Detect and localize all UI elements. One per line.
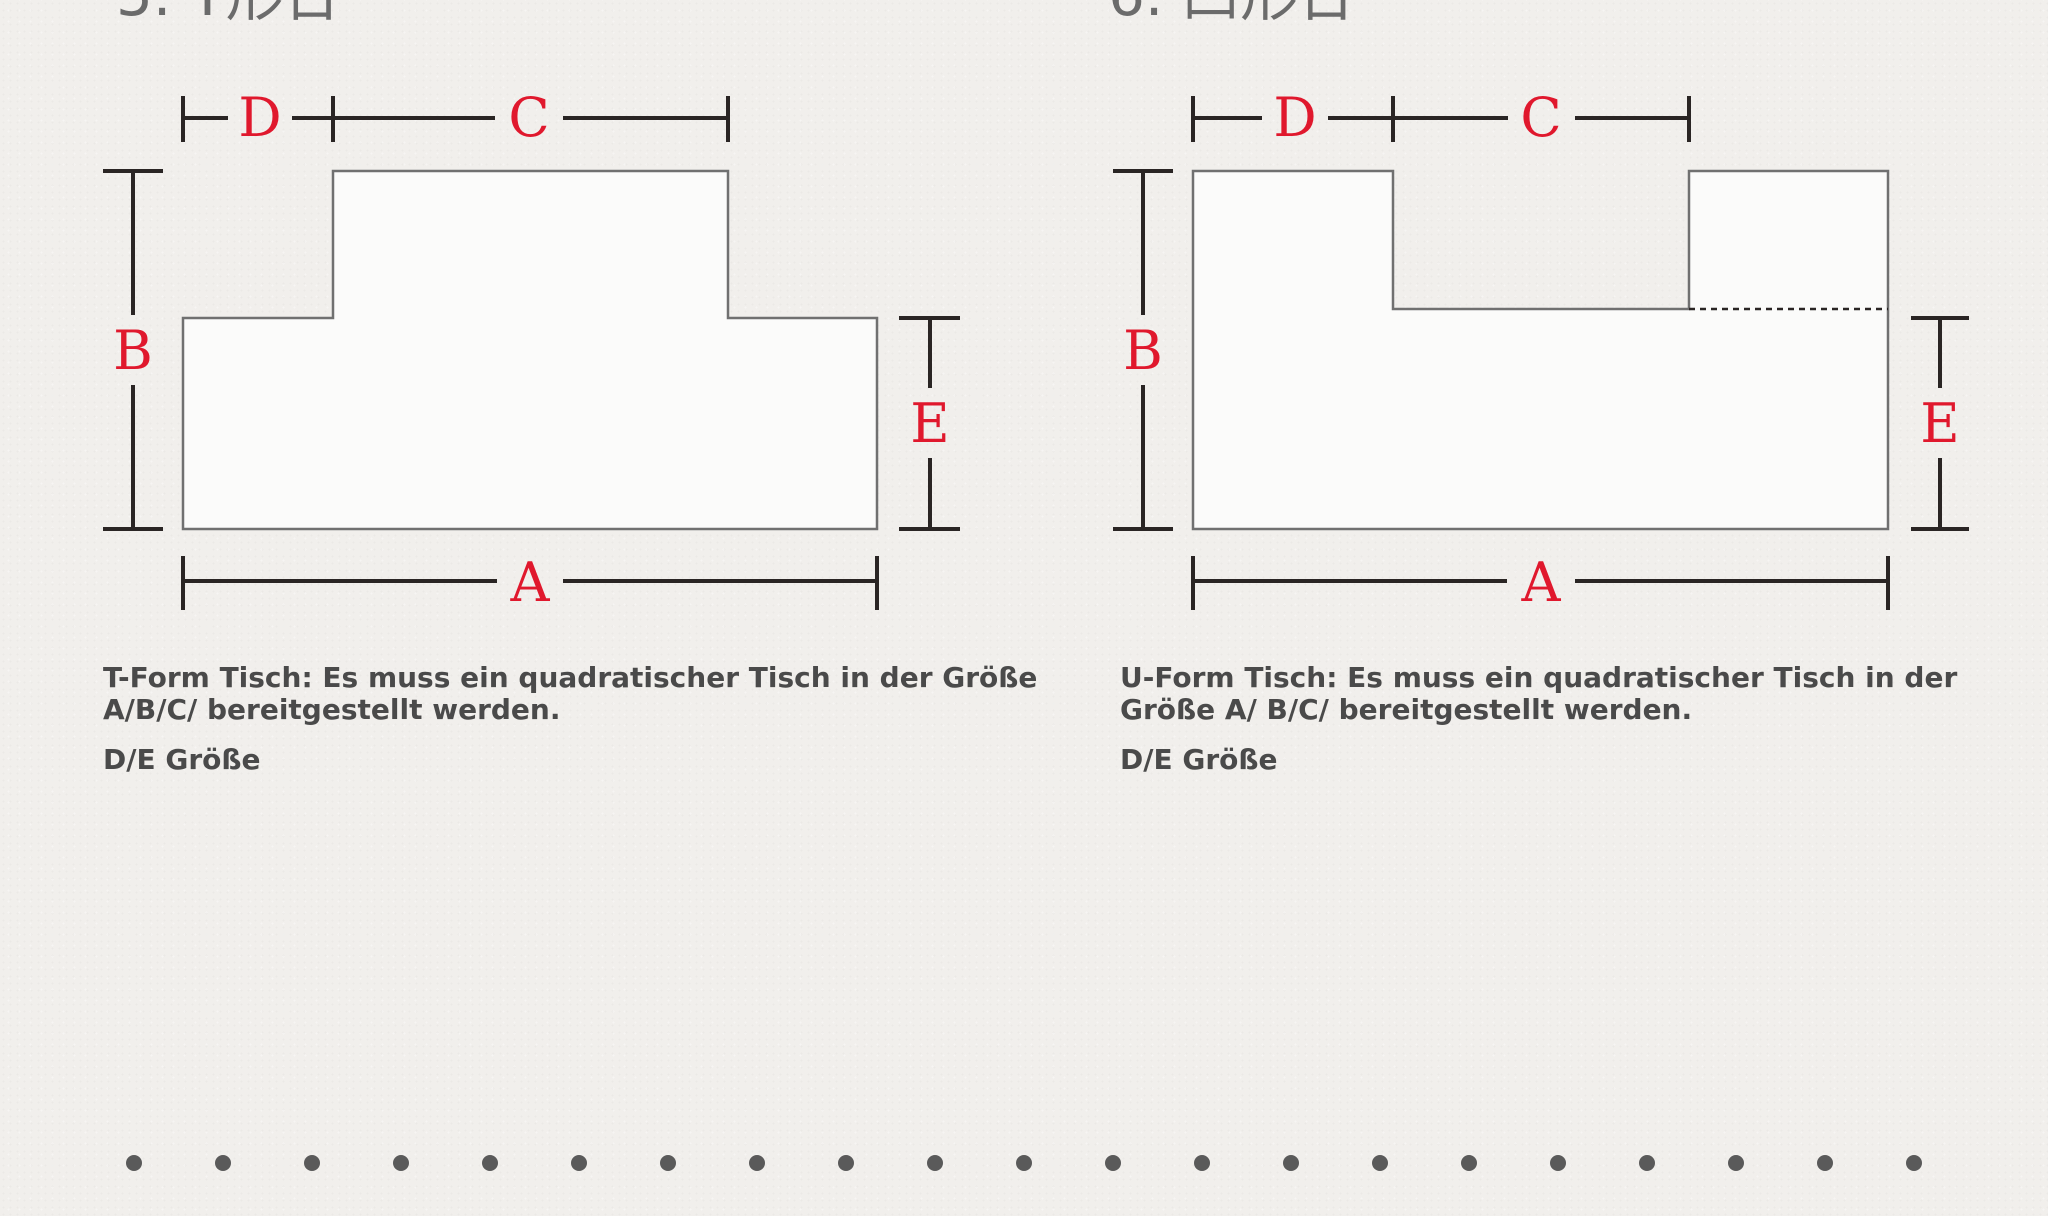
t-form-label-d: D (238, 86, 281, 149)
t-form-dimension-e (899, 316, 960, 531)
u-form-size-note: D/E Größe (1120, 743, 1278, 776)
decorative-dot (571, 1155, 587, 1171)
decorative-dot (838, 1155, 854, 1171)
u-form-label-d: D (1273, 86, 1316, 149)
t-form-caption: T-Form Tisch: Es muss ein quadratischer … (103, 662, 1063, 776)
u-form-dimension-e (1911, 316, 1969, 531)
u-form-caption: U-Form Tisch: Es muss ein quadratischer … (1120, 662, 2048, 776)
t-form-dimension-b (103, 169, 163, 531)
panel-heading-t-form: 5. T形台 (116, 0, 341, 24)
t-form-caption-text: T-Form Tisch: Es muss ein quadratischer … (103, 661, 1038, 726)
decorative-dot (126, 1155, 142, 1171)
t-form-label-e: E (910, 392, 949, 455)
u-form-label-e: E (1920, 392, 1959, 455)
decorative-dot (660, 1155, 676, 1171)
decorative-dot (304, 1155, 320, 1171)
t-form-dimension-a (181, 556, 879, 610)
decorative-dot (215, 1155, 231, 1171)
t-form-table-outline (181, 169, 879, 531)
u-form-label-c: C (1520, 86, 1561, 149)
decorative-dot (927, 1155, 943, 1171)
t-form-size-note: D/E Größe (103, 743, 261, 776)
decorative-dot (393, 1155, 409, 1171)
decorative-dot (1817, 1155, 1833, 1171)
decorative-dot (1194, 1155, 1210, 1171)
u-form-label-a: A (1521, 551, 1562, 614)
decorative-dot (1461, 1155, 1477, 1171)
u-form-dimension-a (1191, 556, 1890, 610)
t-form-dimension-c (331, 96, 730, 142)
decorative-dot (1728, 1155, 1744, 1171)
decorative-dot (1906, 1155, 1922, 1171)
decorative-dot-row (126, 1155, 1922, 1171)
u-form-dimension-b (1113, 169, 1173, 531)
decorative-dot (1372, 1155, 1388, 1171)
decorative-dot (482, 1155, 498, 1171)
decorative-dot (749, 1155, 765, 1171)
t-form-dimension-d (181, 96, 333, 142)
t-form-label-c: C (508, 86, 549, 149)
decorative-dot (1550, 1155, 1566, 1171)
u-form-dimension-d (1191, 96, 1393, 142)
t-form-label-a: A (510, 551, 551, 614)
decorative-dot (1016, 1155, 1032, 1171)
u-form-caption-text: U-Form Tisch: Es muss ein quadratischer … (1120, 661, 1958, 726)
panel-heading-u-form: 6. 凹形台 (1108, 0, 1356, 24)
t-form-label-b: B (113, 319, 153, 382)
u-form-label-b: B (1123, 319, 1163, 382)
decorative-dot (1639, 1155, 1655, 1171)
u-form-dimension-c (1391, 96, 1691, 142)
decorative-dot (1283, 1155, 1299, 1171)
u-form-table-outline (1191, 169, 1890, 531)
decorative-dot (1105, 1155, 1121, 1171)
